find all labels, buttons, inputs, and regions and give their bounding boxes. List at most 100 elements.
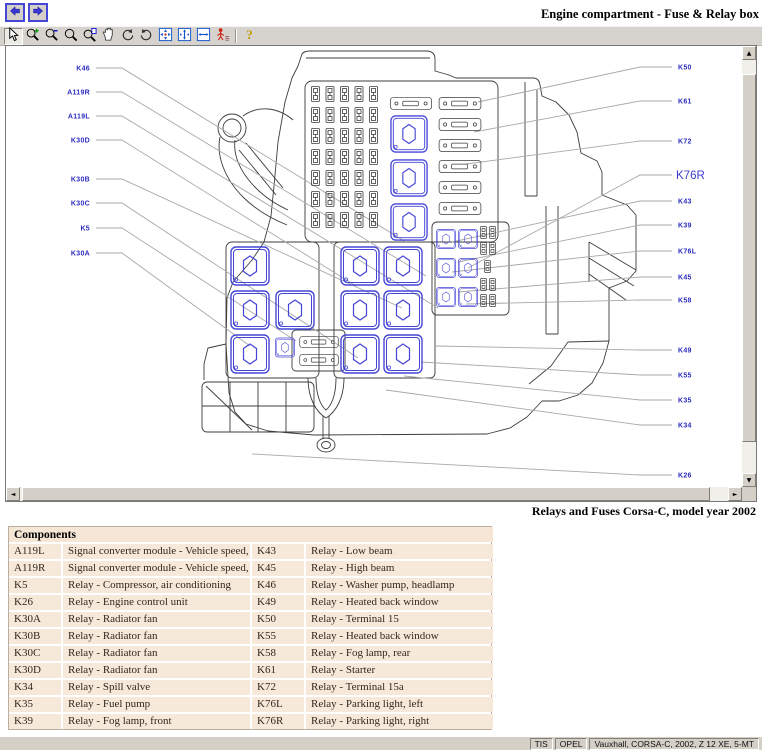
callout-K30B[interactable]: K30B [71,177,90,184]
component-description: Relay - Low beam [306,544,493,559]
zoom-out-tool-button[interactable] [42,28,61,45]
callout-K49[interactable]: K49 [678,348,692,355]
callout-K50[interactable]: K50 [678,65,692,72]
component-code: K30A [9,612,61,627]
callout-A119L[interactable]: A119L [68,114,91,121]
component-code: A119R [9,561,61,576]
zoom-region-tool-button[interactable] [80,27,99,45]
fit-height-tool-button[interactable] [175,27,194,45]
callout-K30D[interactable]: K30D [71,138,90,145]
leader-line [96,91,427,277]
callout-K26[interactable]: K26 [678,473,692,480]
nav-buttons [5,3,48,22]
component-description: Relay - Heated back window [306,629,493,644]
component-description: Relay - Radiator fan [63,663,250,678]
components-table-header: Components [9,527,493,542]
callout-K30A[interactable]: K30A [71,251,90,258]
zoom-in-tool-button[interactable] [23,28,42,45]
hotspots-tool-button[interactable] [213,28,232,45]
pan-tool-button[interactable] [99,27,118,45]
callout-K45[interactable]: K45 [678,275,692,282]
arrow-right-icon [31,4,45,21]
component-description: Signal converter module - Vehicle speed,… [63,544,250,559]
status-app-cell: TIS [529,737,553,750]
component-code: K39 [9,714,61,729]
select-icon [6,26,21,45]
callout-K76L[interactable]: K76L [678,249,697,256]
rotate-cw-tool-button[interactable] [118,28,137,45]
component-description: Relay - Parking light, left [306,697,493,712]
leader-line [96,115,439,309]
component-code: K30C [9,646,61,661]
select-tool-button[interactable] [4,26,23,45]
leader-line [251,453,672,476]
callout-K55[interactable]: K55 [678,373,692,380]
fit-width-icon [196,27,211,45]
svg-text:?: ? [246,27,253,42]
component-code: K43 [252,544,304,559]
component-description: Relay - Engine control unit [63,595,250,610]
callout-K61[interactable]: K61 [678,99,692,106]
component-description: Relay - Compressor, air conditioning [63,578,250,593]
component-code: K30D [9,663,61,678]
fit-width-tool-button[interactable] [194,27,213,45]
rotate-ccw-tool-button[interactable] [137,28,156,45]
callout-K76R[interactable]: K76R [676,170,705,182]
rotate-ccw-icon [139,27,154,45]
leader-line [473,100,672,133]
nav-forward-button[interactable] [28,3,48,22]
vertical-scrollbar[interactable]: ▲ ▼ [742,46,756,487]
scroll-up-button[interactable]: ▲ [742,46,756,60]
component-description: Relay - Fog lamp, front [63,714,250,729]
leader-line [451,200,672,243]
component-code: K50 [252,612,304,627]
component-description: Relay - Fuel pump [63,697,250,712]
scrollbar-corner [742,487,756,501]
leader-line [96,227,297,342]
zoom-tool-button[interactable] [61,28,80,45]
callout-K72[interactable]: K72 [678,139,692,146]
relay-blocks [230,115,478,374]
fit-window-tool-button[interactable] [156,27,175,45]
component-code: K5 [9,578,61,593]
horizontal-scroll-thumb[interactable] [22,487,710,501]
vertical-scroll-thumb[interactable] [742,74,756,442]
callout-K30C[interactable]: K30C [71,201,90,208]
component-code: K61 [252,663,304,678]
callout-K39[interactable]: K39 [678,223,692,230]
callout-A119R[interactable]: A119R [67,90,90,97]
status-brand-cell: OPEL [554,737,588,750]
component-description: Signal converter module - Vehicle speed,… [63,561,250,576]
callout-K35[interactable]: K35 [678,398,692,405]
callout-K46[interactable]: K46 [76,66,90,73]
callout-K34[interactable]: K34 [678,423,692,430]
fit-height-icon [177,27,192,45]
component-description: Relay - Radiator fan [63,646,250,661]
callout-K43[interactable]: K43 [678,199,692,206]
leader-line [467,174,672,269]
hotspots-icon [215,27,230,45]
callout-K5[interactable]: K5 [80,226,90,233]
scroll-left-button[interactable]: ◄ [6,487,20,501]
scroll-right-button[interactable]: ► [728,487,742,501]
pan-icon [101,27,116,45]
component-code: K26 [9,595,61,610]
component-code: K45 [252,561,304,576]
fusebox-body-drawing [201,50,637,453]
scroll-down-button[interactable]: ▼ [742,473,756,487]
nav-back-button[interactable] [5,3,25,22]
callout-K58[interactable]: K58 [678,298,692,305]
component-code: K49 [252,595,304,610]
help-tool-button[interactable]: ? [240,27,259,45]
horizontal-scrollbar[interactable]: ◄ ► [6,487,742,501]
component-description: Relay - Heated back window [306,595,493,610]
